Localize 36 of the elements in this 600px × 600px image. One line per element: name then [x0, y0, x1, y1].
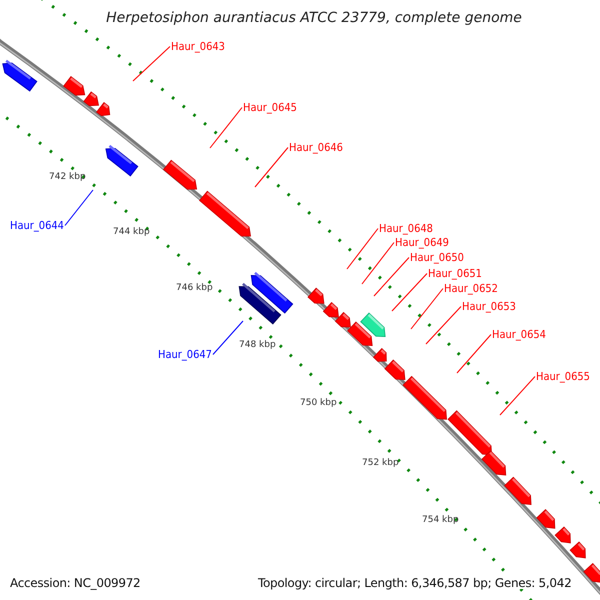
gene-label: Haur_0645: [243, 102, 297, 113]
gene-label: Haur_0654: [492, 329, 546, 340]
leader-line: [392, 273, 428, 312]
leader-line: [374, 257, 410, 296]
scale-label: 752 kbp: [362, 459, 399, 468]
gene-label: Haur_0643: [171, 41, 225, 52]
scale-label: 750 kbp: [300, 399, 337, 408]
diagram-title: Herpetosiphon aurantiacus ATCC 23779, complete genome: [105, 11, 523, 25]
gene-label: Haur_0648: [379, 223, 433, 234]
scale-label: 754 kbp: [422, 516, 459, 525]
leader-line: [212, 320, 244, 355]
leader-line: [64, 190, 94, 226]
gene-label: Haur_0647: [158, 349, 212, 360]
leader-line: [132, 46, 170, 82]
genome-summary-text: Topology: circular; Length: 6,346,587 bp; Genes: 5,042: [258, 577, 572, 589]
leader-line: [346, 228, 378, 270]
gene-label: Haur_0650: [410, 252, 464, 263]
leader-line: [426, 306, 462, 344]
accession-text: Accession: NC_009972: [10, 577, 140, 589]
gene-label: Haur_0653: [462, 301, 516, 312]
gene-label: Haur_0649: [395, 237, 449, 248]
scale-label: 746 kbp: [176, 284, 213, 293]
gene-label: Haur_0651: [428, 268, 482, 279]
leader-line: [210, 107, 242, 148]
gene-label: Haur_0644: [10, 220, 64, 231]
leader-line: [362, 242, 394, 284]
leader-line: [500, 376, 536, 416]
leader-line: [410, 288, 444, 330]
gene-label: Haur_0646: [289, 142, 343, 153]
gene-label: Haur_0655: [536, 371, 590, 382]
leader-line: [254, 147, 288, 188]
leader-line: [456, 334, 492, 374]
scale-label: 744 kbp: [113, 228, 150, 237]
scale-label: 742 kbp: [49, 173, 86, 182]
gene-label: Haur_0652: [444, 283, 498, 294]
scale-label: 748 kbp: [239, 341, 276, 350]
